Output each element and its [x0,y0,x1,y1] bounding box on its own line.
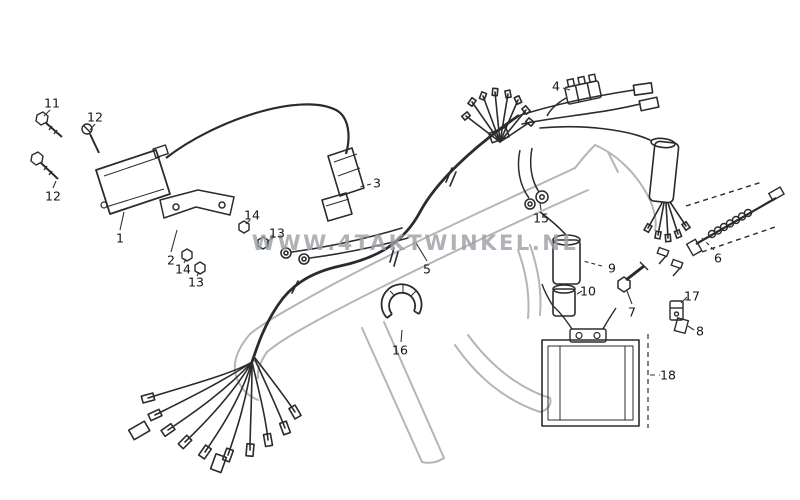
part-label-17: 17 [684,288,700,304]
part-label-11: 11 [44,95,60,111]
part-label-4: 4 [552,78,560,94]
bolt-part-7 [617,261,649,293]
part-label-12: 12 [87,109,103,125]
clip-part-8 [673,317,690,335]
part-label-16: 16 [392,342,408,358]
ignition-coil-part-1 [95,103,350,215]
part-label-6: 6 [714,250,722,266]
part-label-2: 2 [167,252,175,268]
part-label-18: 18 [660,367,676,383]
cable-part-6 [656,181,786,277]
wire-clamp-part-16 [380,283,423,319]
part-label-1: 1 [116,230,124,246]
part-label-14: 14 [175,261,191,277]
part-label-14: 14 [244,207,260,223]
part-label-13: 13 [188,274,204,290]
coil-bracket-part-2 [159,189,235,219]
wire-harness [127,81,660,474]
part-label-3: 3 [373,175,381,191]
part-label-15: 15 [533,210,549,226]
motorcycle-frame-outline [233,144,657,464]
part-label-5: 5 [423,261,431,277]
fuse-part-17 [669,300,684,321]
part-label-13: 13 [269,225,285,241]
ring-terminals-part-15 [517,147,549,210]
leader-lines [43,87,715,376]
part-label-7: 7 [628,304,636,320]
part-label-10: 10 [580,283,596,299]
fasteners [30,111,269,275]
part-label-9: 9 [608,260,616,276]
spark-plug-cap-part-3 [321,147,365,222]
battery-box-part-18 [541,283,649,428]
part-label-8: 8 [696,323,704,339]
watermark: WWW.4TAKTWINKEL.NL [252,231,578,255]
connector-part-4 [546,73,602,117]
part-label-12: 12 [45,188,61,204]
canister-part-10 [552,284,576,317]
harness-sleeve-cylinder [642,137,692,243]
condenser-part-9 [539,211,581,285]
